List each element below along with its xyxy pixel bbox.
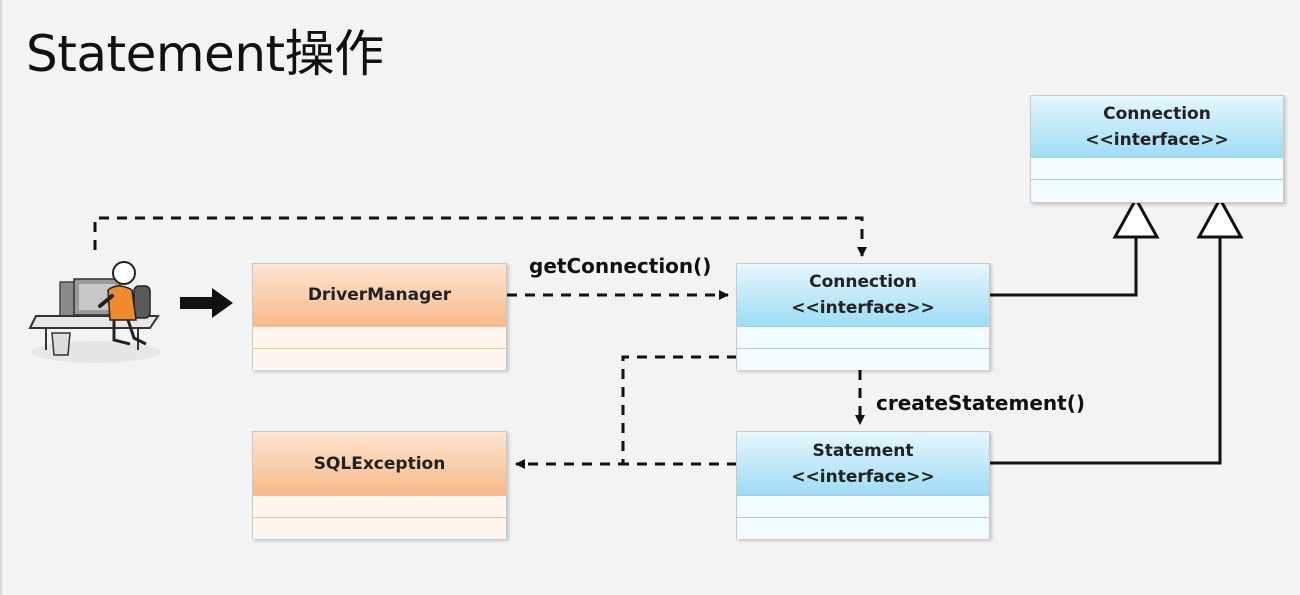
attributes-compartment <box>737 496 989 518</box>
sqlexception-class[interactable]: SQLException <box>252 431 507 539</box>
actor-to-connection-dependency <box>93 216 867 257</box>
connection-interface-parent[interactable]: Connection <<interface>> <box>1030 95 1284 203</box>
connection-interface[interactable]: Connection <<interface>> <box>736 263 990 370</box>
statement-interface[interactable]: Statement <<interface>> <box>736 431 990 539</box>
class-name: Connection <box>1103 103 1211 124</box>
class-name: SQLException <box>313 453 446 474</box>
class-stereotype: <<interface>> <box>1085 129 1229 150</box>
statement-realization-triangle <box>1196 195 1244 239</box>
getconnection-label: getConnection() <box>529 254 712 278</box>
slide-left-border <box>0 0 2 595</box>
attributes-compartment <box>737 327 989 349</box>
methods-compartment <box>253 349 506 370</box>
attributes-compartment <box>253 327 506 349</box>
class-header: DriverManager <box>253 264 506 327</box>
methods-compartment <box>737 349 989 370</box>
class-header: Statement <<interface>> <box>737 432 989 496</box>
class-name: DriverManager <box>307 285 452 305</box>
attributes-compartment <box>1031 158 1283 180</box>
class-name: Statement <box>812 440 914 461</box>
methods-compartment <box>253 518 506 539</box>
methods-compartment <box>737 518 989 539</box>
methods-compartment <box>1031 180 1283 201</box>
createstatement-label: createStatement() <box>876 391 1085 415</box>
class-header: Connection <<interface>> <box>737 264 989 327</box>
class-name: Connection <box>809 272 917 292</box>
class-stereotype: <<interface>> <box>791 466 935 487</box>
connection-realization-line <box>990 237 1138 297</box>
actor-uses-arrow <box>180 288 233 318</box>
statement-realization-line <box>990 237 1222 465</box>
class-header: SQLException <box>253 432 506 496</box>
drivermanager-class[interactable]: DriverManager <box>252 263 507 370</box>
attributes-compartment <box>253 496 506 518</box>
page-title: Statement操作 <box>26 25 384 83</box>
connection-realization-triangle <box>1112 195 1160 239</box>
person-at-computer-icon <box>28 261 160 363</box>
class-stereotype: <<interface>> <box>791 298 935 318</box>
class-header: Connection <<interface>> <box>1031 96 1283 158</box>
connection-to-sqlexception-dependency <box>515 355 737 469</box>
